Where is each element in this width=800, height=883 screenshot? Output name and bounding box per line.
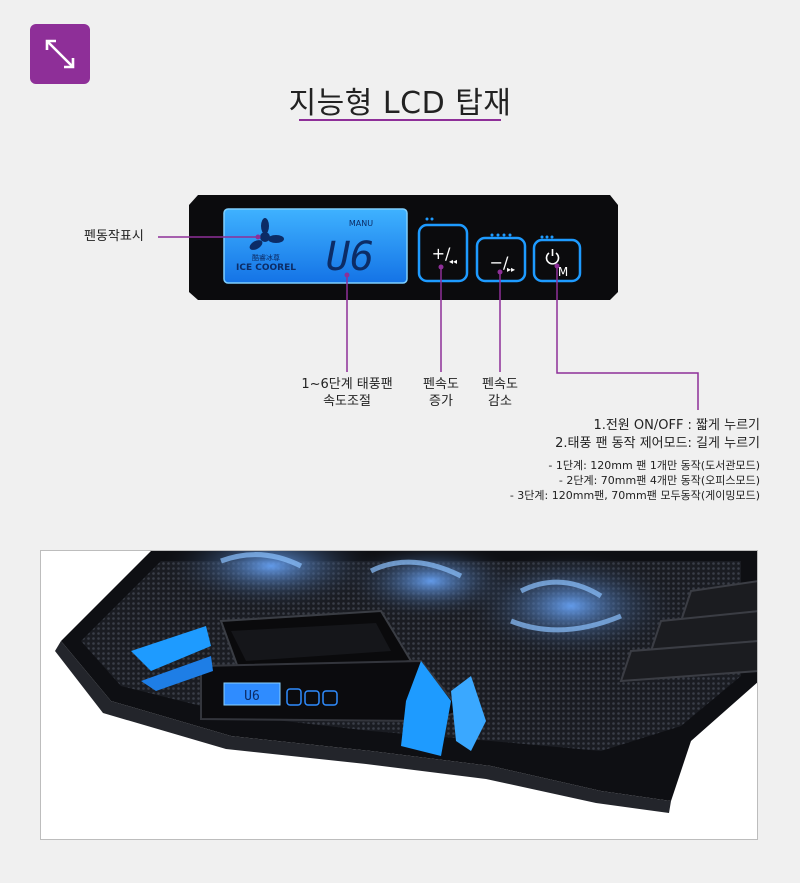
mode-item: - 2단계: 70mm팬 4개만 동작(오피스모드) xyxy=(558,474,760,487)
product-photo: U6 xyxy=(40,550,758,840)
fan-icon xyxy=(249,218,284,250)
title-underline xyxy=(299,119,501,121)
instruction-line: 2.태풍 팬 동작 제어모드: 길게 누르기 xyxy=(555,436,760,451)
speed-up-line2: 증가 xyxy=(429,394,453,409)
speed-control-label: 1~6단계 태풍팬 속도조절 xyxy=(287,376,407,410)
speed-down-label: 펜속도 감소 xyxy=(470,376,530,410)
mode-item: - 1단계: 120mm 팬 1개만 동작(도서관모드) xyxy=(548,459,760,472)
lcd-brand-small: 酷睿冰尊 xyxy=(252,253,280,262)
lcd-screen xyxy=(223,208,408,284)
svg-text:U6: U6 xyxy=(244,689,260,704)
speed-control-line1: 1~6단계 태풍팬 xyxy=(301,377,393,392)
fan-display-label: 펜동작표시 xyxy=(84,229,144,244)
svg-text:−/: −/ xyxy=(490,253,509,272)
svg-text:◂◂: ◂◂ xyxy=(449,257,457,266)
expand-button[interactable] xyxy=(30,24,90,84)
expand-diagonal-icon xyxy=(45,39,75,69)
mode-item: - 3단계: 120mm팬, 70mm팬 모두동작(게이밍모드) xyxy=(509,489,760,502)
instruction-line: 1.전원 ON/OFF : 짧게 누르기 xyxy=(593,418,760,433)
mode-list: - 1단계: 120mm 팬 1개만 동작(도서관모드) - 2단계: 70mm… xyxy=(510,458,760,503)
lcd-brand: ICE COOREL xyxy=(236,263,296,273)
svg-text:+/: +/ xyxy=(432,244,451,263)
svg-text:▸▸: ▸▸ xyxy=(507,265,515,274)
speed-up-button: +/ ◂◂ xyxy=(417,217,469,283)
speed-up-line1: 펜속도 xyxy=(423,377,459,392)
speed-down-line1: 펜속도 xyxy=(482,377,518,392)
svg-text:M: M xyxy=(558,265,568,279)
speed-control-line2: 속도조절 xyxy=(323,394,371,409)
lcd-level: U6 xyxy=(326,234,374,280)
control-panel-diagram: 酷睿冰尊 ICE COOREL MANU U6 +/ ◂◂ −/ ▸▸ M xyxy=(158,195,699,410)
speed-down-line2: 감소 xyxy=(488,394,512,409)
power-instructions: 1.전원 ON/OFF : 짧게 누르기 2.태풍 팬 동작 제어모드: 길게 … xyxy=(555,417,760,453)
cooling-pad-illustration: U6 xyxy=(41,551,757,839)
lcd-mode: MANU xyxy=(349,219,373,228)
speed-up-label: 펜속도 증가 xyxy=(411,376,471,410)
speed-down-button: −/ ▸▸ xyxy=(475,233,527,283)
page-title: 지능형 LCD 탑재 xyxy=(288,86,512,121)
